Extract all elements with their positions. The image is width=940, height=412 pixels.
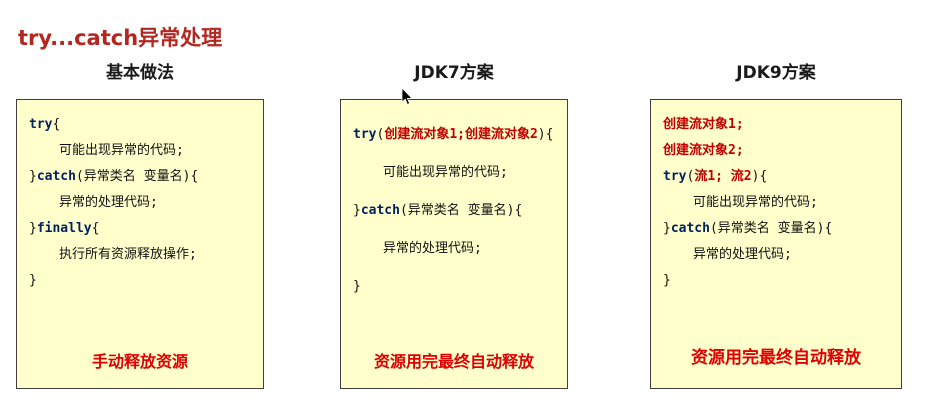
code-line: try(流1; 流2){ bbox=[663, 164, 891, 190]
page-title: try...catch异常处理 bbox=[18, 26, 223, 51]
code-line: 可能出现异常的代码; bbox=[353, 154, 557, 192]
code-line: }catch(异常类名 变量名){ bbox=[29, 164, 253, 190]
code-segment-plain: (异常类名 变量名){ bbox=[75, 169, 199, 184]
mouse-cursor-icon bbox=[401, 88, 413, 106]
code-segment-kw: try bbox=[663, 169, 687, 184]
code-segment-plain: } bbox=[353, 203, 361, 218]
code-line: } bbox=[353, 268, 557, 306]
code-line: } bbox=[29, 268, 253, 294]
code-box-jdk9: 创建流对象1;创建流对象2;try(流1; 流2){可能出现异常的代码;}cat… bbox=[650, 99, 902, 389]
code-line: 创建流对象1; bbox=[663, 112, 891, 138]
column-jdk9: JDK9方案 创建流对象1; 创建流对象2; try(流1; 流2){ 可能出现异常的… bbox=[650, 58, 902, 389]
column-basic-header: 基本做法 bbox=[106, 63, 174, 83]
code-segment-plain: } bbox=[29, 221, 37, 236]
code-segment-red: 创建流对象1;创建流对象2 bbox=[384, 127, 538, 142]
code-segment-plain: 异常的处理代码; bbox=[59, 195, 158, 210]
code-segment-kw: catch bbox=[360, 203, 400, 218]
code-segment-plain: { bbox=[91, 221, 100, 236]
code-segment-kw: try bbox=[353, 127, 377, 142]
code-segment-plain: { bbox=[52, 117, 61, 132]
code-block-jdk7: try(创建流对象1;创建流对象2){可能出现异常的代码;}catch(异常类名… bbox=[353, 116, 557, 306]
column-jdk9-header: JDK9方案 bbox=[736, 63, 816, 83]
code-line: 异常的处理代码; bbox=[353, 230, 557, 268]
code-segment-plain: 可能出现异常的代码; bbox=[693, 195, 818, 210]
code-segment-plain: } bbox=[29, 273, 37, 288]
code-segment-plain: (异常类名 变量名){ bbox=[399, 203, 523, 218]
code-line: 异常的处理代码; bbox=[663, 242, 891, 268]
code-block-jdk9: 创建流对象1;创建流对象2;try(流1; 流2){可能出现异常的代码;}cat… bbox=[663, 112, 891, 294]
code-segment-kw: finally bbox=[36, 221, 92, 236]
code-line: }catch(异常类名 变量名){ bbox=[353, 192, 557, 230]
code-segment-plain: ){ bbox=[751, 169, 768, 184]
code-box-jdk7: try(创建流对象1;创建流对象2){可能出现异常的代码;}catch(异常类名… bbox=[340, 99, 568, 389]
code-segment-red: 创建流对象2; bbox=[663, 143, 744, 158]
code-line: 可能出现异常的代码; bbox=[663, 190, 891, 216]
code-segment-plain: } bbox=[663, 273, 671, 288]
footer-note-jdk9: 资源用完最终自动释放 bbox=[691, 348, 861, 368]
code-line: try{ bbox=[29, 112, 253, 138]
code-block-basic: try{可能出现异常的代码;}catch(异常类名 变量名){异常的处理代码;}… bbox=[29, 112, 253, 294]
footer-note-jdk7: 资源用完最终自动释放 bbox=[373, 352, 534, 371]
code-line: }finally{ bbox=[29, 216, 253, 242]
code-box-basic: try{可能出现异常的代码;}catch(异常类名 变量名){异常的处理代码;}… bbox=[16, 99, 264, 389]
code-segment-kw: catch bbox=[36, 169, 76, 184]
column-basic: 基本做法 try{可能出现异常的代码;}catch(异常类名 变量名){异常的处… bbox=[16, 58, 264, 389]
code-line: 可能出现异常的代码; bbox=[29, 138, 253, 164]
code-segment-plain: 异常的处理代码; bbox=[693, 247, 792, 262]
code-line: try(创建流对象1;创建流对象2){ bbox=[353, 116, 557, 154]
code-segment-plain: (异常类名 变量名){ bbox=[709, 221, 833, 236]
code-line: 创建流对象2; bbox=[663, 138, 891, 164]
footer-note-basic: 手动释放资源 bbox=[91, 352, 188, 371]
code-segment-plain: } bbox=[663, 221, 671, 236]
column-jdk7-header: JDK7方案 bbox=[414, 63, 494, 83]
column-jdk7: JDK7方案 try(创建流对象1;创建流对象2){可能出现异常的代码;}cat… bbox=[340, 58, 568, 389]
code-segment-plain: 执行所有资源释放操作; bbox=[59, 247, 197, 262]
code-segment-plain: } bbox=[353, 279, 361, 294]
code-line: 执行所有资源释放操作; bbox=[29, 242, 253, 268]
code-segment-plain: ( bbox=[686, 169, 695, 184]
code-segment-red: 创建流对象1; bbox=[663, 117, 744, 132]
code-segment-plain: 异常的处理代码; bbox=[383, 241, 482, 256]
code-line: }catch(异常类名 变量名){ bbox=[663, 216, 891, 242]
code-line: } bbox=[663, 268, 891, 294]
code-segment-kw: catch bbox=[670, 221, 710, 236]
code-segment-red: 流1; 流2 bbox=[694, 169, 752, 184]
code-segment-plain: } bbox=[29, 169, 37, 184]
code-segment-plain: ( bbox=[376, 127, 385, 142]
code-segment-plain: ){ bbox=[537, 127, 554, 142]
code-line: 异常的处理代码; bbox=[29, 190, 253, 216]
code-segment-kw: try bbox=[29, 117, 53, 132]
code-segment-plain: 可能出现异常的代码; bbox=[59, 143, 184, 158]
code-segment-plain: 可能出现异常的代码; bbox=[383, 165, 508, 180]
